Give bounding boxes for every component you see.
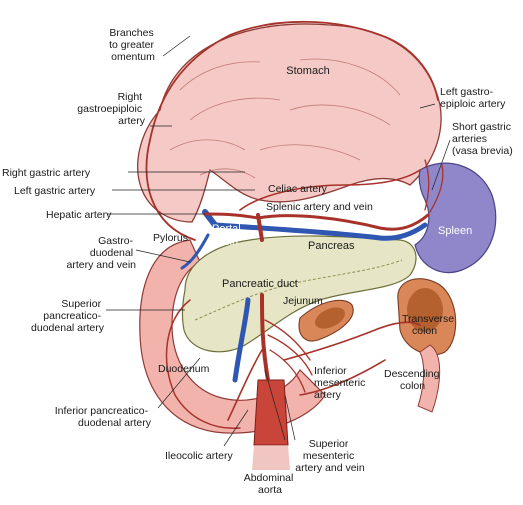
duodenum-shape (139, 239, 326, 434)
label-pancreas: Pancreas (308, 240, 355, 252)
label-line: aorta (258, 484, 282, 496)
inferior-mesenteric-artery (283, 321, 421, 396)
label-line: Right (118, 91, 143, 103)
label-line: Gastro- (98, 235, 134, 247)
superior-mesenteric-vein (232, 297, 251, 383)
label-line: artery and vein (67, 259, 137, 271)
label-line: Branches (109, 27, 153, 39)
label-line: Superior (309, 438, 349, 450)
labels: Branches to greater omentum Stomach Righ… (2, 27, 514, 496)
label-line: colon (412, 325, 437, 337)
transverse-colon-organ (397, 278, 457, 356)
label-pancreatic-duct: Pancreatic duct (222, 278, 298, 290)
label-line: artery and vein (295, 462, 365, 474)
pancreas-shape (181, 235, 417, 353)
label-spleen: Spleen (438, 225, 472, 237)
label-line: Short gastric (452, 121, 511, 133)
superior-mesenteric-artery (260, 293, 270, 382)
duodenum-organ (139, 239, 326, 434)
label-line: mesenteric (314, 377, 365, 389)
duodenal-arcade (165, 299, 241, 429)
label-inferior-mesenteric: Inferior mesenteric artery (314, 365, 368, 401)
ileocolic-artery (227, 349, 263, 421)
label-branches-greater-omentum: Branches to greater omentum (109, 27, 157, 63)
stomach-rugae (169, 58, 401, 179)
label-line: duodenal (90, 247, 133, 259)
label-left-gastroepiploic: Left gastro- epiploic artery (440, 86, 506, 110)
label-right-gastric: Right gastric artery (2, 167, 91, 179)
abdominal-aorta-organ (252, 379, 290, 470)
label-inferior-pancreaticoduodenal: Inferior pancreatico- duodenal artery (55, 405, 152, 429)
label-ileocolic: Ileocolic artery (165, 450, 233, 462)
jejunum-organ (298, 299, 354, 342)
label-celiac: Celiac artery (268, 183, 328, 195)
label-line: to greater (109, 39, 154, 51)
label-line: colon (400, 380, 425, 392)
label-line: duodenal artery (78, 417, 152, 429)
pancreas-organ (181, 235, 417, 353)
descending-colon-organ (417, 344, 441, 413)
label-line: gastroepiploic (77, 103, 142, 115)
label-abdominal-aorta: Abdominal aorta (244, 472, 297, 496)
label-descending-colon: Descending colon (384, 368, 442, 392)
label-line: duodenal artery (31, 322, 105, 334)
arteries (145, 20, 444, 429)
label-line: Abdominal (244, 472, 294, 484)
transverse-colon-lumen (407, 288, 443, 332)
leader-lines (106, 35, 451, 447)
label-stomach: Stomach (286, 65, 329, 77)
label-line: artery (118, 115, 146, 127)
label-splenic: Splenic artery and vein (266, 201, 373, 213)
label-line: omentum (111, 51, 155, 63)
gastroduodenal-vein (180, 233, 210, 270)
label-line: Superior (61, 298, 101, 310)
label-duodenum: Duodenum (158, 363, 210, 375)
short-gastric-arteries (424, 159, 444, 213)
spleen-organ (414, 162, 497, 274)
label-pylorus: Pylorus (153, 232, 188, 244)
spleen-shape (414, 162, 497, 274)
label-portal-vein: Portal vein (212, 223, 244, 248)
label-line: artery (314, 389, 342, 401)
splenic-artery (256, 213, 430, 231)
label-gastroduodenal: Gastro- duodenal artery and vein (67, 235, 137, 271)
label-line: Left gastro- (440, 86, 494, 98)
right-gastroepiploic-artery (145, 20, 439, 241)
label-line: Portal (212, 223, 241, 235)
descending-colon-shape (417, 344, 441, 413)
left-gastric-artery (239, 169, 421, 211)
jejunal-branches (264, 319, 313, 393)
aorta-fade (252, 445, 290, 470)
hepatic-artery (203, 212, 260, 220)
label-superior-pancreaticoduodenal: Superior pancreatico- duodenal artery (31, 298, 105, 334)
label-short-gastric: Short gastric arteries (vasa brevia) (452, 121, 514, 157)
label-line: pancreatico- (43, 310, 101, 322)
label-line: mesenteric (303, 450, 354, 462)
label-right-gastroepiploic: Right gastroepiploic artery (77, 91, 145, 127)
label-transverse-colon: Transverse colon (402, 313, 457, 337)
label-left-gastric: Left gastric artery (14, 185, 96, 197)
label-line: Inferior (314, 365, 347, 377)
label-line: Inferior pancreatico- (55, 405, 149, 417)
label-superior-mesenteric: Superior mesenteric artery and vein (295, 438, 365, 474)
label-line: (vasa brevia) (452, 145, 513, 157)
label-line: arteries (452, 133, 487, 145)
jejunum-lumen (315, 307, 345, 329)
splenic-vein (212, 222, 428, 241)
label-line: epiploic artery (440, 98, 506, 110)
label-line: vein (218, 236, 238, 248)
label-line: Descending (384, 368, 440, 380)
label-line: Transverse (402, 313, 454, 325)
pancreatic-duct-shape (194, 259, 403, 321)
label-jejunum: Jejunum (283, 295, 323, 307)
label-hepatic: Hepatic artery (46, 209, 112, 221)
